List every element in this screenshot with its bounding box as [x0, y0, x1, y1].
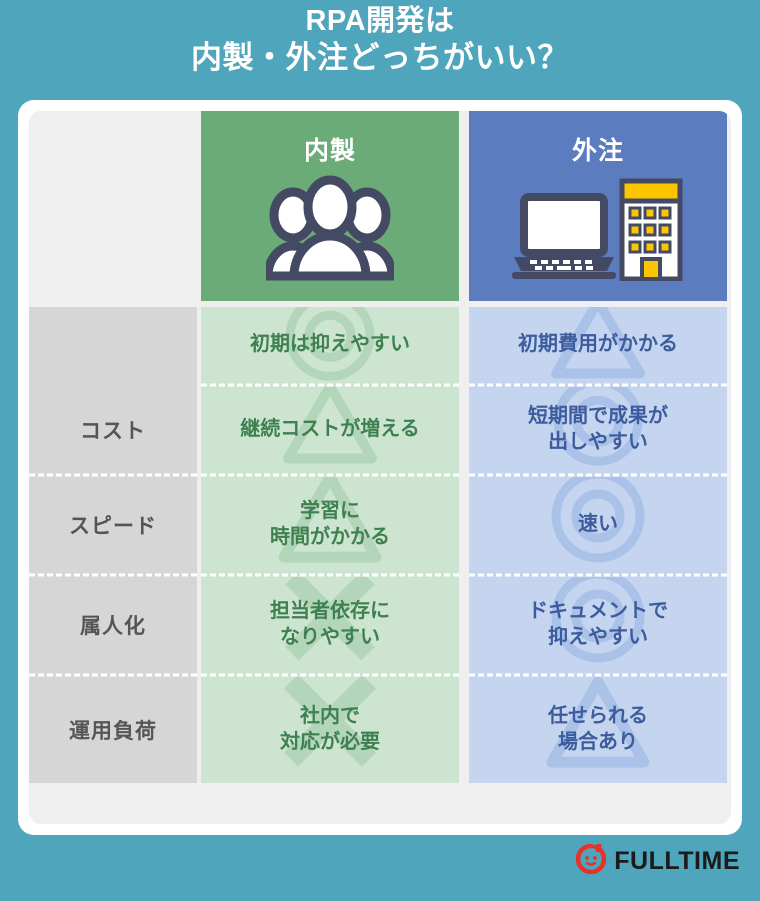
column-gap	[459, 577, 469, 673]
fulltime-flame-mark-icon	[576, 842, 607, 879]
row-divider-in-house	[201, 473, 459, 477]
cell-in-house-speed: 学習に時間がかかる	[201, 477, 459, 573]
cell-outsourced-cost-1: 初期費用がかかる	[469, 307, 727, 383]
comparison-table: 内製	[29, 111, 731, 824]
row-divider-label	[29, 673, 197, 677]
cell-outsourced-speed: 速い	[469, 477, 727, 573]
column-gap	[459, 111, 469, 301]
row-divider-outsourced	[469, 473, 727, 477]
cell-in-house-cost-2: 継続コストが増える	[201, 387, 459, 473]
cell-outsourced-cost-2: 短期間で成果が出しやすい	[469, 387, 727, 473]
cell-outsourced-person-dependency: ドキュメントで抑えやすい	[469, 577, 727, 673]
column-header-in-house-label: 内製	[303, 137, 356, 165]
cell-text: 継続コストが増える	[240, 418, 420, 441]
cell-in-house-person-dependency: 担当者依存になりやすい	[201, 577, 459, 673]
column-header-outsourced-label: 外注	[571, 137, 624, 165]
row-label-cost-top	[29, 307, 197, 383]
row-label-operation-load: 運用負荷	[29, 677, 197, 783]
row-label-cost: コスト	[29, 387, 197, 473]
cell-text: 初期費用がかかる	[518, 333, 678, 356]
column-gap	[459, 477, 469, 573]
row-label-cost-mid	[29, 383, 197, 387]
footer-logo: FULLTIME	[576, 842, 740, 879]
column-header-in-house: 内製	[201, 111, 459, 301]
cell-text: 学習に時間がかかる	[270, 500, 390, 548]
row-divider-outsourced	[469, 573, 727, 577]
row-divider-in-house	[201, 673, 459, 677]
title-line-1: RPA開発は	[305, 5, 455, 37]
cell-text: 社内で対応が必要	[280, 705, 380, 753]
page-title: RPA開発は 内製・外注どっちがいい？	[0, 4, 760, 77]
cell-in-house-cost-1: 初期は抑えやすい	[201, 307, 459, 383]
comparison-card: 内製	[18, 100, 742, 835]
column-gap	[459, 307, 469, 383]
column-header-outsourced: 外注	[469, 111, 727, 301]
row-divider-label	[29, 473, 197, 477]
row-divider-in-house	[201, 573, 459, 577]
cell-in-house-operation-load: 社内で対応が必要	[201, 677, 459, 783]
column-gap	[459, 387, 469, 473]
comparison-panel: 内製	[29, 111, 731, 824]
row-label-person-dependency: 属人化	[29, 577, 197, 673]
table-corner-blank	[29, 111, 197, 301]
column-gap	[459, 677, 469, 783]
row-divider-label	[29, 573, 197, 577]
footer-brand-name: FULLTIME	[614, 847, 740, 875]
subrow-divider-outsourced	[469, 383, 727, 387]
cell-text: 任せられる場合あり	[548, 705, 648, 753]
cell-text: 初期は抑えやすい	[250, 333, 410, 356]
subrow-divider-in-house	[201, 383, 459, 387]
cell-text: 速い	[578, 513, 618, 536]
cell-text: 短期間で成果が出しやすい	[528, 405, 668, 453]
people-group-icon	[263, 175, 397, 286]
row-divider-outsourced	[469, 673, 727, 677]
row-label-speed: スピード	[29, 477, 197, 573]
title-line-2: 内製・外注どっちがいい？	[191, 40, 569, 76]
cell-text: ドキュメントで抑えやすい	[528, 600, 668, 648]
laptop-and-building-icon	[512, 175, 684, 286]
cell-text: 担当者依存になりやすい	[270, 600, 390, 648]
cell-outsourced-operation-load: 任せられる場合あり	[469, 677, 727, 783]
